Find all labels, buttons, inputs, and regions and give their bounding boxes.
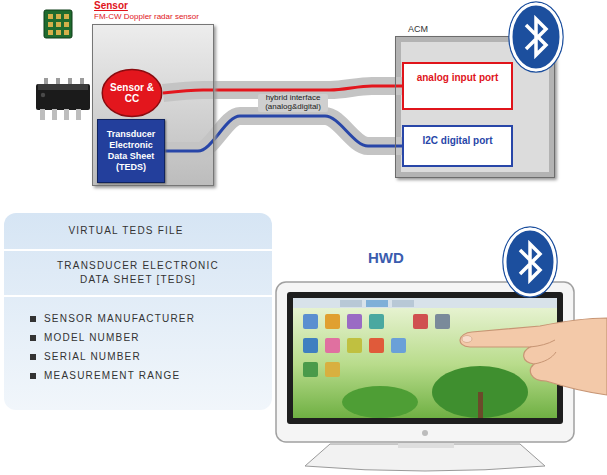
list-item: MODEL NUMBER xyxy=(4,328,272,347)
touch-monitor xyxy=(366,300,388,307)
touch-monitor xyxy=(325,338,340,353)
bluetooth-icon xyxy=(520,244,540,280)
analog-port-box: analog input port xyxy=(402,62,513,110)
pcb-chip xyxy=(44,10,72,38)
touch-monitor xyxy=(347,314,362,329)
touch-monitor xyxy=(391,338,406,353)
panel-heading: VIRTUAL TEDS FILE xyxy=(4,213,272,251)
touch-monitor xyxy=(303,362,318,377)
module-subtitle: FM-CW Doppler radar sensor xyxy=(94,12,199,21)
ic-chip xyxy=(41,93,45,97)
pcb-chip xyxy=(56,14,61,19)
ic-chip xyxy=(40,109,45,120)
pcb-chip xyxy=(56,30,61,35)
analog-signal-line xyxy=(163,86,402,93)
pcb-chip xyxy=(44,10,72,38)
acm-housing-fill xyxy=(401,42,549,172)
pointing-hand xyxy=(462,336,472,343)
hybrid-cable xyxy=(163,86,402,93)
module-title: ACM xyxy=(408,24,428,34)
ellipse-outline xyxy=(102,70,162,117)
module-title: Sensor xyxy=(94,0,128,11)
bluetooth-icon xyxy=(509,2,563,72)
touch-monitor xyxy=(325,314,340,329)
touch-monitor xyxy=(276,282,574,471)
ic-chip xyxy=(76,109,81,120)
touch-monitor xyxy=(432,366,528,418)
touch-monitor xyxy=(342,386,418,418)
connector-label: hybrid interface (analog&digital) xyxy=(258,94,328,112)
panel-subheading: TRANSDUCER ELECTRONIC DATA SHEET [TEDS] xyxy=(4,251,272,297)
touch-monitor xyxy=(347,338,362,353)
bluetooth-icon xyxy=(505,229,555,295)
list-item: SERIAL NUMBER xyxy=(4,347,272,366)
pointing-hand xyxy=(530,340,555,347)
touch-monitor xyxy=(435,314,450,329)
touch-monitor xyxy=(369,338,384,353)
acm-housing-fill xyxy=(395,36,555,178)
bluetooth-icon xyxy=(511,4,561,70)
port-label: analog input port xyxy=(417,72,499,83)
bluetooth-icon xyxy=(503,227,557,297)
bluetooth-icon xyxy=(503,227,557,297)
sensor-module: SensorFM-CW Doppler radar sensorSensor &… xyxy=(92,24,214,186)
pointing-hand xyxy=(460,318,607,395)
teds-box: Transducer Electronic Data Sheet (TEDS) xyxy=(97,119,165,183)
pcb-chip xyxy=(64,14,69,19)
bluetooth-icon xyxy=(509,2,563,72)
device-label: HWD xyxy=(368,249,404,266)
pcb-chip xyxy=(64,30,69,35)
touch-monitor xyxy=(305,444,545,471)
digital-port-box: I2C digital port xyxy=(402,125,513,167)
sensor-housing-fill xyxy=(92,24,214,186)
touch-monitor xyxy=(413,314,428,329)
touch-monitor xyxy=(303,314,318,329)
hybrid-cable xyxy=(165,116,402,151)
pcb-chip xyxy=(48,14,53,19)
pcb-chip xyxy=(56,22,61,27)
touch-monitor xyxy=(369,314,384,329)
node-label: Transducer Electronic Data Sheet (TEDS) xyxy=(102,129,160,172)
virtual-teds-panel: VIRTUAL TEDS FILETRANSDUCER ELECTRONIC D… xyxy=(4,213,272,410)
pcb-chip xyxy=(48,22,53,27)
ic-chip xyxy=(52,109,57,120)
touch-monitor xyxy=(293,298,557,308)
list-item: SENSOR MANUFACTURER xyxy=(4,309,272,328)
bluetooth-icon xyxy=(526,19,546,55)
sensor-housing-fill xyxy=(92,24,214,186)
ic-chip xyxy=(38,84,88,90)
touch-monitor xyxy=(325,362,340,377)
digital-signal-line xyxy=(165,116,402,151)
sensor-ellipse: Sensor & CC xyxy=(101,68,163,118)
pcb-chip xyxy=(64,22,69,27)
touch-monitor xyxy=(303,338,318,353)
ic-chip xyxy=(36,78,90,120)
touch-monitor xyxy=(478,392,483,418)
touch-monitor xyxy=(340,300,362,307)
touch-monitor xyxy=(422,430,428,436)
ic-chip xyxy=(64,109,69,120)
node-label: Sensor & CC xyxy=(110,82,154,105)
touch-monitor xyxy=(392,300,414,307)
acm-module: ACManalog input portI2C digital port xyxy=(395,36,555,178)
touch-monitor xyxy=(293,298,557,418)
cable-casing xyxy=(163,86,402,93)
port-label: I2C digital port xyxy=(423,135,493,146)
pcb-chip xyxy=(48,30,53,35)
pointing-hand xyxy=(534,352,556,364)
ic-chip xyxy=(36,84,90,110)
list-item: MEASUREMENT RANGE xyxy=(4,366,272,385)
touch-monitor xyxy=(287,292,563,424)
acm-housing-fill xyxy=(395,36,555,178)
pointing-hand xyxy=(460,318,607,395)
cable-casing xyxy=(165,116,402,151)
